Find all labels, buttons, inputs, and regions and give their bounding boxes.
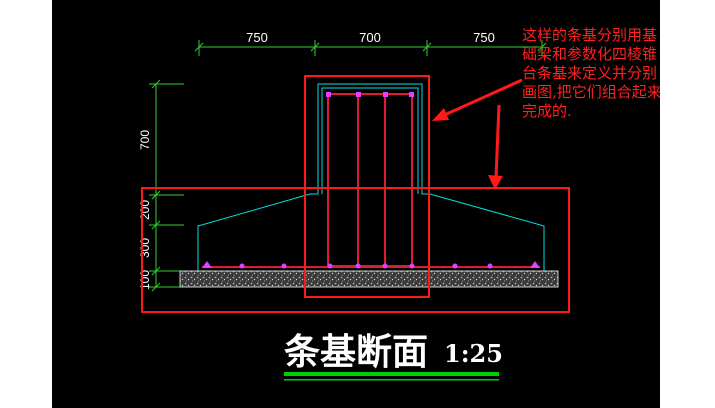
top-dim-label-1: 750: [246, 30, 268, 45]
cad-viewport: 750 700 750 700 200 300 100: [52, 0, 660, 408]
rebar-cage: [327, 93, 413, 267]
title-underline-thin: [284, 379, 499, 381]
top-dim-label-3: 750: [473, 30, 495, 45]
gravel-bedding-layer: [179, 270, 559, 288]
annotation-text: 这样的条基分别用基 础梁和参数化四棱锥 台条基来定义并分别 画图,把它们组合起来…: [522, 26, 660, 120]
left-dim-label-1: 700: [138, 130, 152, 150]
annotation-line-3: 台条基来定义并分别: [522, 64, 657, 82]
strip-footing-section-drawing: 750 700 750 700 200 300 100: [138, 26, 660, 381]
annotation-line-1: 这样的条基分别用基: [522, 26, 657, 44]
highlight-box-beam: [304, 75, 430, 298]
top-dim-label-2: 700: [359, 30, 381, 45]
left-dim-label-2: 200: [138, 200, 152, 220]
drawing-title: 条基断面: [284, 331, 428, 373]
left-dim-label-3: 300: [138, 238, 152, 258]
rebar-nodes: [202, 92, 540, 269]
left-dim-label-4: 100: [138, 270, 152, 290]
left-dimension-chain: [149, 79, 184, 292]
drawing-scale: 1:25: [444, 339, 503, 368]
title-underline-thick: [284, 372, 499, 376]
highlight-box-base: [141, 187, 570, 313]
annotation-line-5: 完成的.: [522, 102, 572, 120]
annotation-arrows: [432, 78, 523, 190]
footing-outline: [197, 83, 545, 271]
top-dimension-chain: [194, 40, 547, 56]
annotation-line-4: 画图,把它们组合起来: [522, 83, 660, 101]
annotation-line-2: 础梁和参数化四棱锥: [522, 45, 657, 63]
